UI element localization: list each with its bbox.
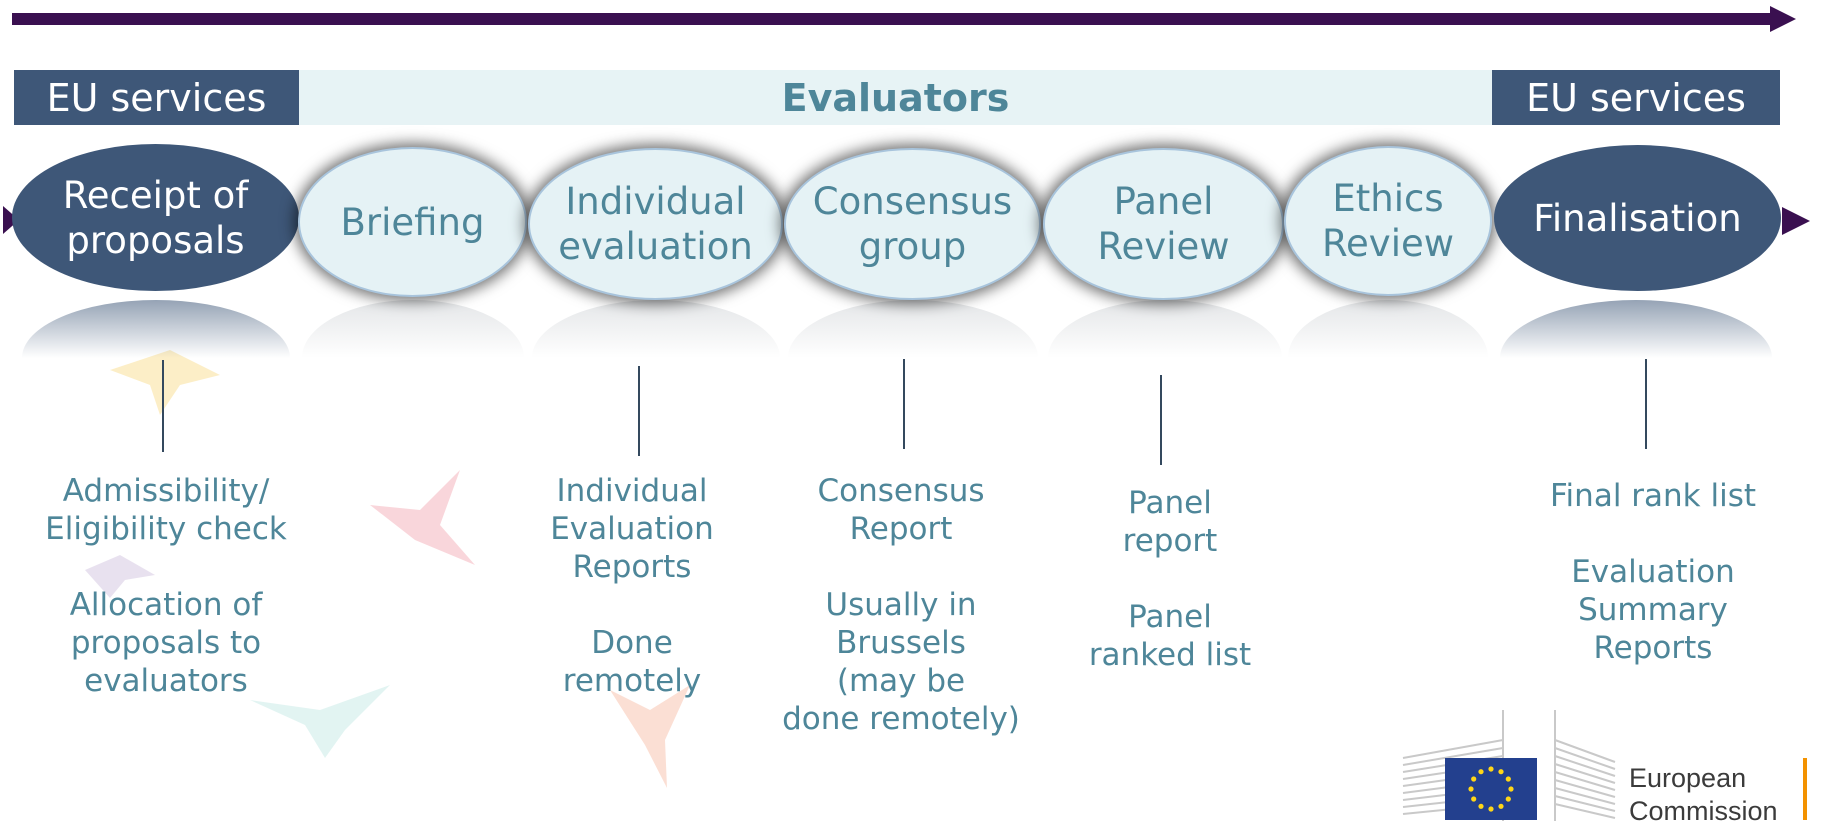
connector-line	[1645, 359, 1647, 449]
bird-decoration-icon	[110, 350, 220, 415]
step-ethics-review: Ethics Review	[1284, 146, 1492, 296]
output-panel: Panel report Panel ranked list	[1062, 484, 1278, 674]
output-text: Brussels	[836, 625, 966, 661]
connector-line	[162, 360, 164, 452]
logo-accent-bar	[1803, 758, 1807, 820]
eu-star	[1498, 803, 1504, 809]
output-text: Report	[849, 511, 953, 547]
step-label-line1: Briefing	[340, 200, 485, 244]
header-middle-label: Evaluators	[781, 75, 1010, 120]
oval-reflection	[1500, 300, 1772, 358]
step-label-line2: Review	[1097, 225, 1230, 268]
bird-decoration-icon	[370, 470, 475, 565]
step-panel-review: Panel Review	[1043, 148, 1284, 300]
oval-reflection	[1048, 300, 1282, 358]
step-label-line1: Finalisation	[1533, 196, 1742, 240]
logo-line2: Commission	[1629, 796, 1778, 826]
step-individual-evaluation: Individual evaluation	[528, 148, 783, 300]
eu-star	[1498, 769, 1504, 775]
step-label-line2: proposals	[66, 218, 245, 262]
oval-reflection	[532, 300, 780, 358]
step-label-line1: Consensus	[812, 180, 1013, 223]
output-text: Admissibility/	[62, 473, 270, 509]
oval-reflection	[788, 300, 1038, 358]
output-text: ranked list	[1088, 637, 1252, 673]
output-individual: Individual Evaluation Reports Done remot…	[512, 472, 752, 700]
step-finalisation: Finalisation	[1494, 145, 1781, 291]
output-text: Allocation of	[69, 587, 263, 623]
output-text: (may be	[836, 663, 966, 699]
step-label-line1: Individual	[565, 180, 746, 223]
eu-star	[1478, 769, 1484, 775]
output-text: Summary	[1578, 592, 1728, 628]
connector-line	[903, 359, 905, 449]
eu-star	[1478, 803, 1484, 809]
step-label-line2: evaluation	[558, 225, 753, 268]
output-text: proposals to	[70, 625, 262, 661]
step-label-line1: Ethics	[1332, 177, 1444, 220]
step-label-line1: Receipt of	[62, 173, 249, 217]
output-text: Evaluation	[550, 511, 714, 547]
step-label-line2: Review	[1321, 222, 1454, 265]
output-text: Eligibility check	[45, 511, 287, 547]
step-briefing: Briefing	[298, 147, 527, 297]
european-commission-logo: European Commission	[1395, 710, 1815, 826]
output-text: evaluators	[84, 663, 248, 699]
header-eu-services-left: EU services	[14, 70, 299, 125]
output-text: remotely	[562, 663, 702, 699]
eu-star	[1508, 786, 1514, 792]
process-arrow-head-icon	[1782, 207, 1810, 235]
oval-reflection	[1288, 300, 1488, 358]
eu-star	[1505, 776, 1511, 782]
step-receipt-of-proposals: Receipt of proposals	[12, 144, 299, 291]
eu-flag-icon	[1445, 758, 1537, 820]
eu-star	[1471, 776, 1477, 782]
output-text: Individual	[556, 473, 708, 509]
header-evaluators: Evaluators	[299, 70, 1492, 125]
header-right-label: EU services	[1526, 75, 1746, 120]
output-text: report	[1122, 523, 1218, 559]
eu-star	[1468, 786, 1474, 792]
output-text: Panel	[1128, 485, 1212, 521]
header-eu-services-right: EU services	[1492, 70, 1780, 125]
output-text: Done	[591, 625, 673, 661]
connector-line	[1160, 375, 1162, 465]
bird-decoration-icon	[610, 685, 690, 788]
output-text: Reports	[1593, 630, 1713, 666]
oval-reflection	[22, 300, 290, 358]
output-receipt: Admissibility/ Eligibility check Allocat…	[18, 472, 314, 700]
bird-decoration-icon	[250, 685, 390, 758]
oval-reflection	[302, 300, 524, 358]
output-text: Usually in	[825, 587, 977, 623]
step-label-line1: Panel	[1113, 180, 1214, 223]
output-text: Final rank list	[1549, 478, 1757, 514]
output-final: Final rank list Evaluation Summary Repor…	[1520, 477, 1786, 667]
output-text: Consensus	[817, 473, 985, 509]
timeline-arrow-bar	[12, 13, 1772, 25]
step-consensus-group: Consensus group	[784, 148, 1041, 300]
output-text: Reports	[572, 549, 692, 585]
logo-line1: European	[1629, 763, 1747, 793]
logo-text: European Commission	[1629, 762, 1778, 828]
eu-star	[1488, 806, 1494, 812]
output-consensus: Consensus Report Usually in Brussels (ma…	[762, 472, 1040, 738]
bird-decoration-icon	[85, 555, 155, 598]
output-text: Evaluation	[1571, 554, 1735, 590]
eu-star	[1471, 796, 1477, 802]
eu-star	[1505, 796, 1511, 802]
connector-line	[638, 366, 640, 456]
step-label-line2: group	[858, 225, 967, 268]
process-arrow-tail-icon	[3, 206, 19, 234]
output-text: Panel	[1128, 599, 1212, 635]
output-text: done remotely)	[782, 701, 1020, 737]
eu-star	[1488, 766, 1494, 772]
header-left-label: EU services	[46, 75, 267, 120]
timeline-arrow-head	[1770, 6, 1796, 32]
